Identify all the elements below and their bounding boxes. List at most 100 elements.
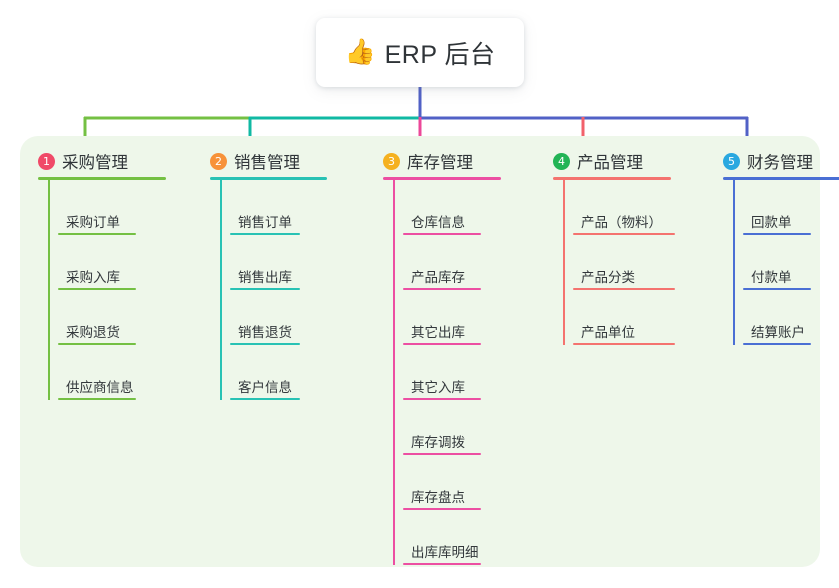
branch-item[interactable]: 供应商信息 [58,345,203,400]
branch-item-list: 采购订单采购入库采购退货供应商信息 [38,180,203,400]
branch-item-underline [58,233,136,235]
branch-title: 产品管理 [577,154,643,172]
branch-item[interactable]: 采购订单 [58,180,203,235]
branch-item[interactable]: 结算账户 [743,290,839,345]
branch-title: 采购管理 [62,154,128,172]
branch-item-underline [403,563,481,565]
branch-item-label: 其它出库 [411,325,465,340]
branch-item-label: 销售出库 [238,270,292,285]
branch-column-财务管理: 5 财务管理回款单付款单结算账户 [723,136,839,567]
branch-item-underline [743,343,811,345]
branch-item[interactable]: 其它入库 [403,345,548,400]
branches-panel [20,136,820,567]
branch-item-underline [230,343,300,345]
branch-spine-line [563,180,565,345]
branch-item-label: 其它入库 [411,380,465,395]
branch-item-label: 采购退货 [66,325,120,340]
branch-header-4[interactable]: 4 产品管理 [553,136,718,180]
branch-header-underline [553,177,671,180]
branch-item[interactable]: 出库库明细 [403,510,548,565]
branch-item-underline [403,453,481,455]
branch-header-5[interactable]: 5 财务管理 [723,136,839,180]
branch-title: 财务管理 [747,154,813,172]
branch-header-1[interactable]: 1 采购管理 [38,136,203,180]
branch-item-label: 库存调拨 [411,435,465,450]
branch-item[interactable]: 产品分类 [573,235,718,290]
branch-item-label: 销售退货 [238,325,292,340]
branch-item-list: 仓库信息产品库存其它出库其它入库库存调拨库存盘点出库库明细 [383,180,548,565]
branch-item-label: 产品库存 [411,270,465,285]
root-node-card[interactable]: 👍 ERP 后台 [316,18,524,87]
branch-item-list: 回款单付款单结算账户 [723,180,839,345]
branch-item[interactable]: 库存盘点 [403,455,548,510]
root-title: ERP 后台 [384,40,496,69]
branch-number-badge: 1 [38,152,55,170]
branch-item-label: 库存盘点 [411,490,465,505]
branch-item-label: 销售订单 [238,215,292,230]
branch-item[interactable]: 产品库存 [403,235,548,290]
branch-number-badge: 3 [383,152,400,170]
branch-item-label: 出库库明细 [411,545,479,560]
branch-item-label: 产品分类 [581,270,635,285]
branch-item-underline [403,398,481,400]
branch-item-underline [58,288,136,290]
branch-item-label: 仓库信息 [411,215,465,230]
branch-header-underline [210,177,327,180]
branch-item-label: 采购入库 [66,270,120,285]
branch-item-underline [230,398,300,400]
branch-column-库存管理: 3 库存管理仓库信息产品库存其它出库其它入库库存调拨库存盘点出库库明细 [383,136,548,567]
branch-item-label: 付款单 [751,270,792,285]
branch-number-badge: 5 [723,152,740,170]
branch-item[interactable]: 采购退货 [58,290,203,345]
branch-title: 销售管理 [234,154,300,172]
branch-item-list: 产品（物料） 产品分类产品单位 [553,180,718,345]
branch-item-underline [403,288,481,290]
branch-header-underline [383,177,501,180]
branch-spine-line [220,180,222,400]
branch-item-underline [230,233,300,235]
branch-column-产品管理: 4 产品管理产品（物料） 产品分类产品单位 [553,136,718,567]
branch-item-underline [230,288,300,290]
branch-title: 库存管理 [407,154,473,172]
branch-item-underline [403,233,481,235]
branch-item-label: 产品（物料） [581,215,662,230]
branch-item-underline [573,233,675,235]
branch-number-badge: 4 [553,152,570,170]
branch-header-3[interactable]: 3 库存管理 [383,136,548,180]
branch-item[interactable]: 付款单 [743,235,839,290]
branch-header-underline [38,177,166,180]
branch-item[interactable]: 库存调拨 [403,400,548,455]
thumbs-up-icon: 👍 [344,38,376,66]
branch-item-underline [743,233,811,235]
branch-item[interactable]: 其它出库 [403,290,548,345]
branch-item[interactable]: 产品单位 [573,290,718,345]
branch-item[interactable]: 销售订单 [230,180,375,235]
branch-item-underline [573,343,675,345]
branch-item-label: 回款单 [751,215,792,230]
branch-item[interactable]: 回款单 [743,180,839,235]
branch-item-label: 供应商信息 [66,380,134,395]
branch-item[interactable]: 客户信息 [230,345,375,400]
branch-spine-line [393,180,395,565]
branch-header-underline [723,177,839,180]
branch-item-underline [403,508,481,510]
branch-item[interactable]: 采购入库 [58,235,203,290]
branch-item-list: 销售订单销售出库销售退货客户信息 [210,180,375,400]
branch-spine-line [733,180,735,345]
branch-item-label: 客户信息 [238,380,292,395]
branch-item[interactable]: 仓库信息 [403,180,548,235]
branch-item-label: 产品单位 [581,325,635,340]
branch-item-underline [58,343,136,345]
branch-item-label: 结算账户 [751,325,805,340]
branch-item[interactable]: 销售退货 [230,290,375,345]
branch-item-underline [743,288,811,290]
branch-item-underline [58,398,136,400]
branch-item[interactable]: 产品（物料） [573,180,718,235]
branch-item[interactable]: 销售出库 [230,235,375,290]
branch-column-采购管理: 1 采购管理采购订单采购入库采购退货供应商信息 [38,136,203,567]
branch-item-underline [403,343,481,345]
